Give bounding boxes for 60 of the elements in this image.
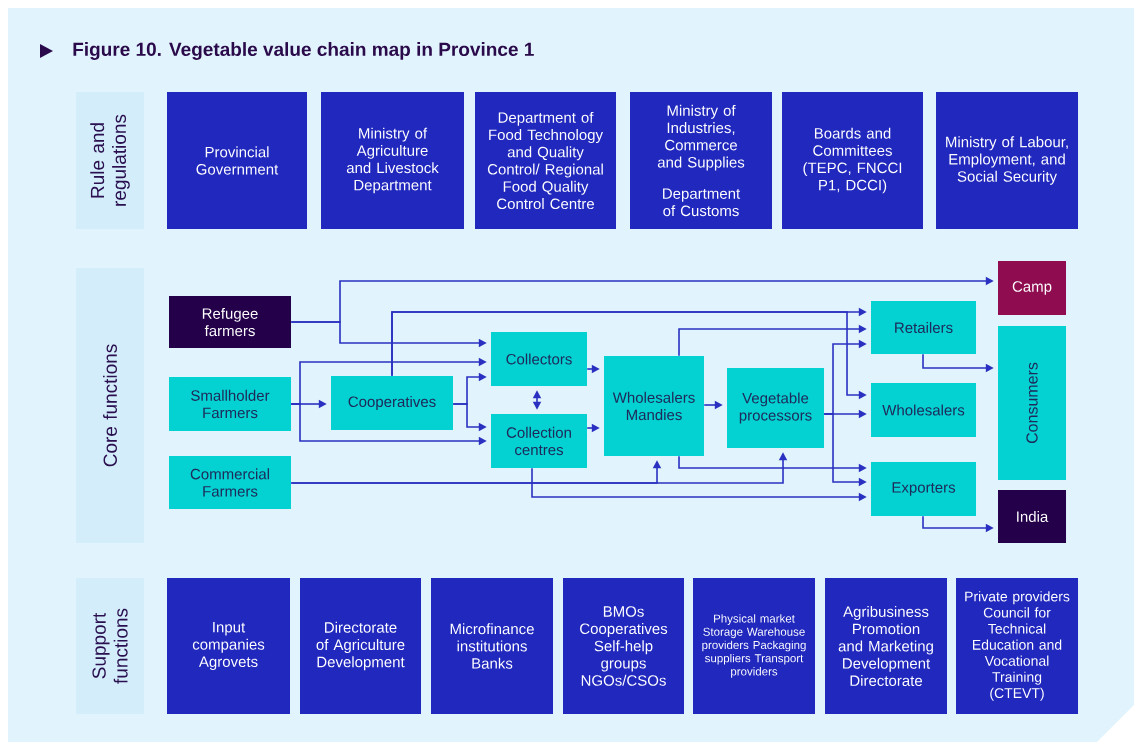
node-text: Ministry of Labour, Employment, and Social Security: [946, 136, 1068, 185]
node-text: Input companies Agrovets: [192, 622, 265, 670]
actor-box: [871, 301, 976, 354]
actor-box: [604, 356, 704, 456]
node-text: Boards and Committees (TEPC, FNCCI P1, DCCI): [803, 127, 902, 194]
node-text: India: [1017, 511, 1049, 522]
institution-box: [782, 92, 923, 229]
actor-box: [169, 296, 291, 348]
node-label: Department of Customs: [663, 188, 741, 217]
support-box: [825, 578, 947, 714]
actor-box: [871, 383, 976, 437]
node-text: Wholesalers: [882, 404, 965, 416]
actor-box: [331, 376, 453, 430]
node-text: Refugee farmers: [202, 307, 258, 337]
node-text: Provincial Government: [196, 146, 279, 175]
node-text: Agribusiness Promotion and Marketing Development Directorate: [838, 606, 933, 686]
node-text: Cooperatives: [348, 396, 436, 410]
destination-box: [998, 261, 1066, 315]
node-text: Core functions: [103, 344, 117, 467]
actor-box: [169, 456, 291, 509]
node-text: Directorate of Agriculture Development: [316, 621, 405, 671]
node-text: Camp: [1012, 281, 1052, 295]
actor-box: [727, 368, 824, 448]
node-text: Exporters: [892, 482, 956, 496]
node-label: Ministry of Industries, Commerce and Supplies: [657, 104, 745, 171]
node-text: Ministry of Industries, Commerce and Supplies Department of Customs: [657, 104, 745, 217]
node-text: Collection centres: [506, 426, 571, 456]
node-text: Microfinance institutions Banks: [450, 623, 534, 669]
node-text: Wholesalers Mandies: [612, 391, 695, 421]
support-box: [300, 578, 421, 714]
node-text: Collectors: [506, 353, 572, 365]
support-box: [563, 578, 684, 714]
node-text: Support functions: [92, 608, 128, 684]
node-text: Consumers: [1026, 362, 1038, 444]
node-text: Smallholder Farmers: [191, 389, 270, 419]
node-text: Ministry of Agriculture and Livestock Department: [346, 127, 439, 194]
institution-box: [167, 92, 307, 229]
actor-box: [871, 462, 976, 516]
support-box: [693, 578, 815, 714]
destination-box: [998, 490, 1066, 543]
figure-title: Figure 10. Vegetable value chain map in Province 1: [73, 42, 534, 60]
node-text: Physical market Storage Warehouse providers Packaging suppliers Transport providers: [702, 614, 806, 678]
node-text: Private providers Council for Technical Education and Vocational Training (CTEVT): [965, 591, 1070, 701]
node-text: BMOs Cooperatives Self-help groups NGOs/CSOs: [580, 606, 668, 686]
actor-box: [169, 377, 291, 431]
institution-box: [475, 92, 616, 229]
institution-box: [936, 92, 1078, 229]
institution-box: [321, 92, 464, 229]
node-text: Retailers: [895, 322, 953, 333]
node-text: Department of Food Technology and Quality Control/ Regional Food Quality Control Centre: [487, 111, 603, 210]
support-box: [431, 578, 553, 714]
consumer-box: [998, 326, 1066, 480]
actor-box: [491, 414, 587, 468]
support-box: [167, 578, 290, 714]
node-text: Vegetable processors: [739, 392, 812, 424]
institution-box: [630, 92, 772, 229]
node-text: Rule and regulations: [90, 114, 130, 206]
support-box: [956, 578, 1078, 714]
node-text: Commercial Farmers: [190, 468, 269, 497]
actor-box: [491, 332, 587, 386]
